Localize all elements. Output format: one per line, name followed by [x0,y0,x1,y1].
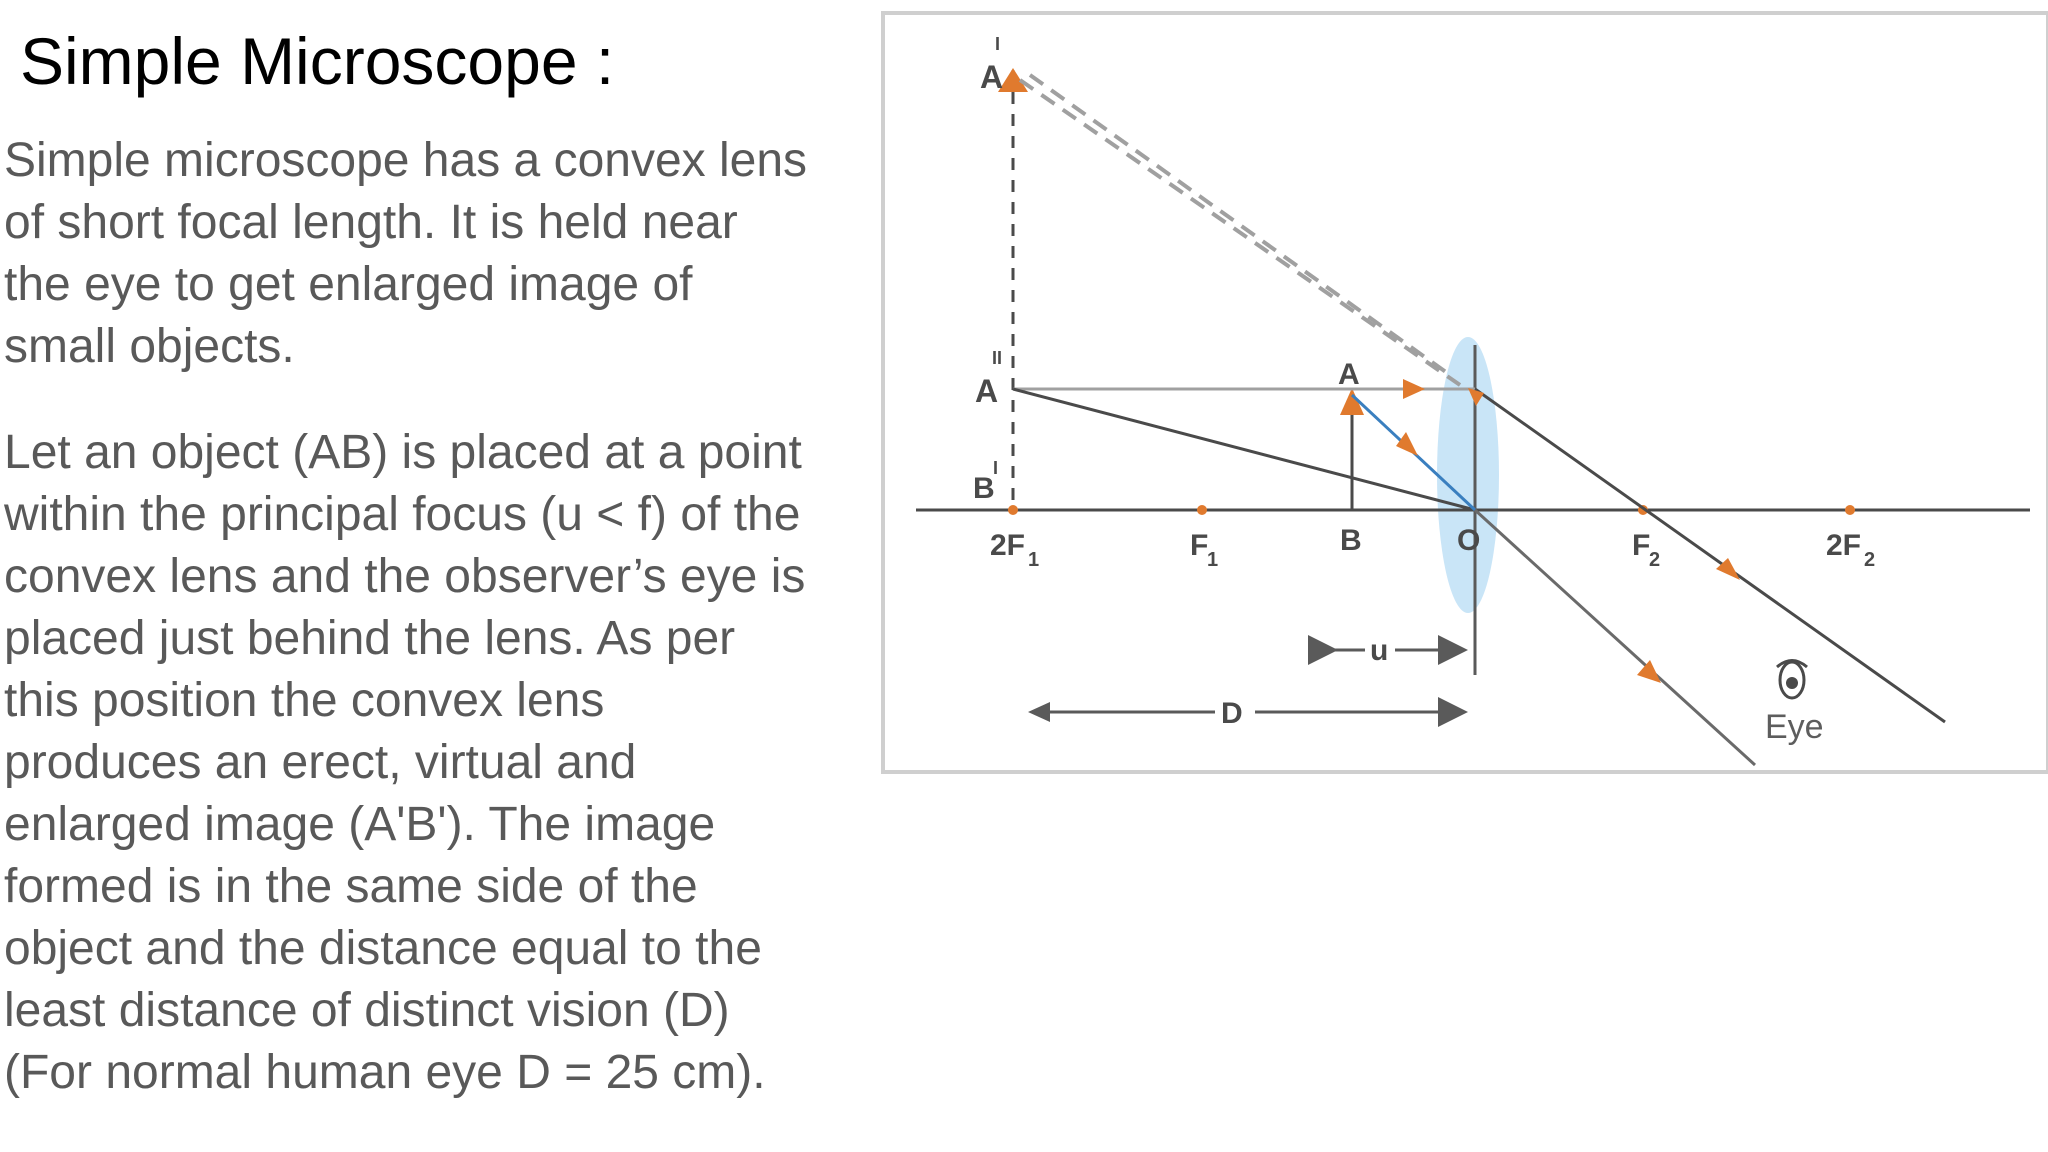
slide-title: Simple Microscope : [20,24,615,98]
label-2f2: 2F [1826,529,1861,562]
center-ray-arrow-1 [1396,432,1418,456]
explanation-paragraph: Let an object (AB) is placed at a point w… [4,422,874,1104]
label-f2: F [1632,529,1650,562]
center-ray-continued [1473,508,1757,767]
label-f1-sub: 1 [1207,549,1218,571]
label-a-prime-mark: I [995,34,1000,54]
point-2f2-marker [1845,505,1855,515]
explanation-paragraph-line: placed just behind the lens. As per [4,612,736,665]
dashed-extension-ray-2 [1028,73,1452,377]
label-b-prime: B [973,472,995,505]
label-2f1-sub: 1 [1028,549,1039,571]
eye-icon [1776,659,1808,700]
refracted-ray-arrow-2 [1716,558,1740,580]
label-a-double-prime: A [975,373,998,409]
ray-diagram: A I A II B I A B O 2F 1 F 1 F 2 2F 2 u D… [880,10,2048,775]
parallel-ray-arrow [1403,379,1425,399]
explanation-paragraph-line: within the principal focus (u < f) of th… [4,488,801,541]
explanation-paragraph-line: this position the convex lens [4,674,605,727]
label-f2-sub: 2 [1649,549,1660,571]
intro-paragraph-line: Simple microscope has a convex lens [4,134,808,187]
center-ray-arrow-2 [1637,660,1661,683]
explanation-paragraph-line: enlarged image (A'B'). The image [4,798,716,851]
dashed-extension-ray-1 [1018,78,1462,387]
refracted-ray-arrow-1 [1468,388,1484,406]
label-a-prime: A [980,59,1003,95]
explanation-paragraph-line: Let an object (AB) is placed at a point [4,426,802,479]
explanation-paragraph-line: convex lens and the observer’s eye is [4,550,806,603]
label-2f2-sub: 2 [1864,549,1875,571]
ray-through-o-from-image [1012,387,1476,512]
label-b-prime-mark: I [993,458,998,478]
explanation-paragraph-line: produces an erect, virtual and [4,736,637,789]
d-arrow-left-head [1028,702,1050,722]
convex-lens [1437,337,1499,613]
explanation-paragraph-line: formed is in the same side of the [4,860,698,913]
intro-paragraph: Simple microscope has a convex lens of sh… [4,130,874,378]
label-u: u [1370,634,1388,667]
virtual-image-arrow-head [998,68,1028,92]
ray-diagram-svg: A I A II B I A B O 2F 1 F 1 F 2 2F 2 u D… [881,11,2048,774]
intro-paragraph-line: of short focal length. It is held near [4,196,738,249]
point-2f1-marker [1008,505,1018,515]
object-arrow-head [1340,388,1364,415]
label-2f1: 2F [990,529,1025,562]
point-f1-marker [1197,505,1207,515]
label-b: B [1340,524,1362,557]
label-a: A [1338,358,1360,391]
label-d: D [1221,697,1243,730]
label-a-double-prime-mark: II [992,348,1002,368]
explanation-paragraph-line: object and the distance equal to the [4,922,762,975]
explanation-paragraph-line: least distance of distinct vision (D) [4,984,730,1037]
label-eye: Eye [1765,708,1824,746]
intro-paragraph-line: the eye to get enlarged image of [4,258,693,311]
explanation-paragraph-line: (For normal human eye D = 25 cm). [4,1046,766,1099]
label-f1: F [1190,529,1208,562]
intro-paragraph-line: small objects. [4,320,295,373]
label-o: O [1457,524,1480,557]
refracted-ray [1474,387,1946,724]
